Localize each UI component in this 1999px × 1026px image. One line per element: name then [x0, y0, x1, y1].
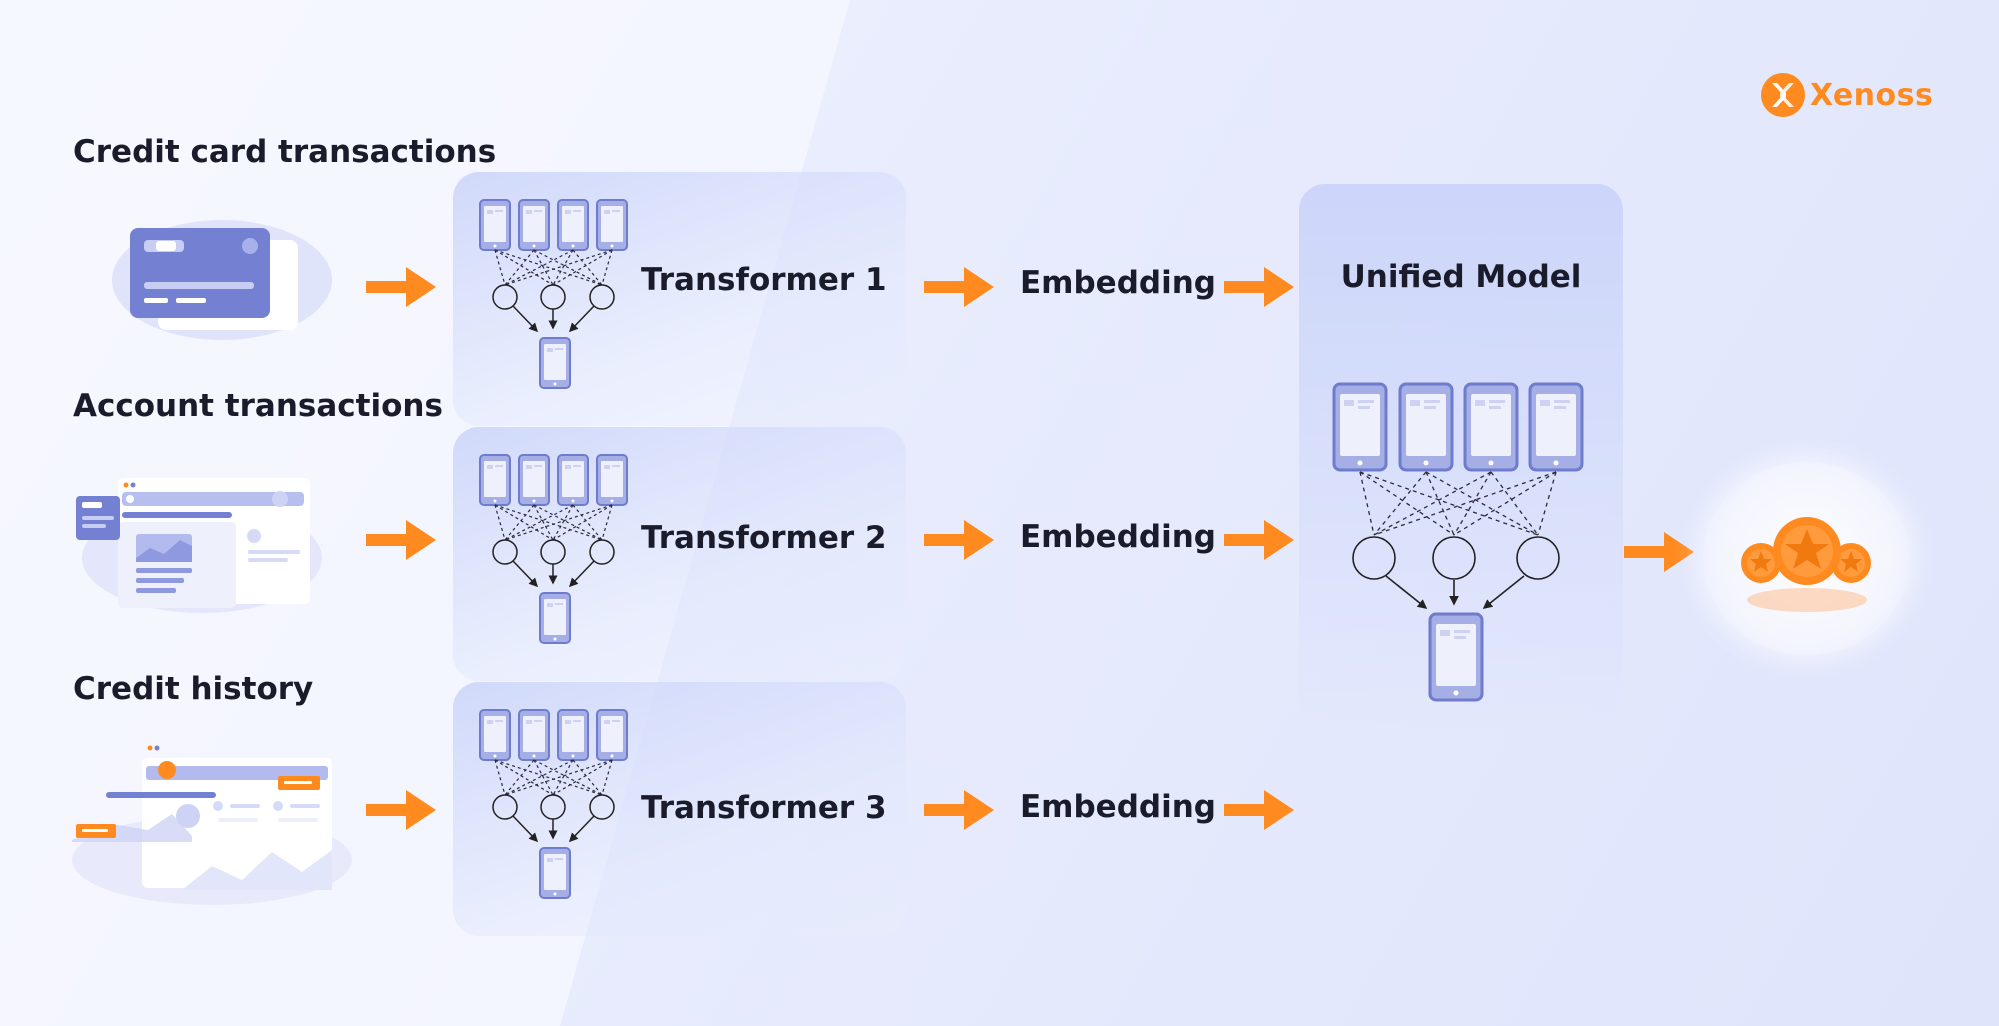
arrow-right-icon [366, 790, 436, 830]
credit-card-icon [112, 220, 332, 340]
xenoss-logo-icon [1761, 73, 1805, 117]
source-label-account: Account transactions [73, 388, 443, 424]
unified-neural-network-icon [1332, 382, 1584, 702]
arrow-right-icon [366, 520, 436, 560]
star-coins-icon [1741, 517, 1871, 612]
arrow-right-icon [366, 267, 436, 307]
unified-model-label: Unified Model [1340, 259, 1582, 295]
arrow-right-icon [1224, 520, 1294, 560]
account-dashboard-icon [76, 478, 322, 613]
source-label-credit-card: Credit card transactions [73, 134, 497, 170]
credit-history-chart-icon [72, 745, 352, 905]
neural-network-icon [479, 454, 628, 644]
brand-logo: Xenoss [1760, 72, 1933, 118]
arrow-right-icon [1224, 790, 1294, 830]
arrow-right-icon [924, 267, 994, 307]
transformer-label-2: Transformer 2 [641, 520, 887, 556]
neural-network-icon [479, 709, 628, 899]
arrow-right-icon [1224, 267, 1294, 307]
transformer-label-3: Transformer 3 [641, 790, 887, 826]
arrow-right-icon [924, 520, 994, 560]
embedding-label-2: Embedding [1020, 519, 1216, 555]
source-label-credit-history: Credit history [73, 671, 314, 707]
brand-name: Xenoss [1810, 77, 1934, 113]
arrow-right-icon [1624, 532, 1694, 572]
embedding-label-3: Embedding [1020, 789, 1216, 825]
arrow-right-icon [924, 790, 994, 830]
neural-network-icon [479, 199, 628, 389]
transformer-label-1: Transformer 1 [641, 262, 887, 298]
embedding-label-1: Embedding [1020, 265, 1216, 301]
